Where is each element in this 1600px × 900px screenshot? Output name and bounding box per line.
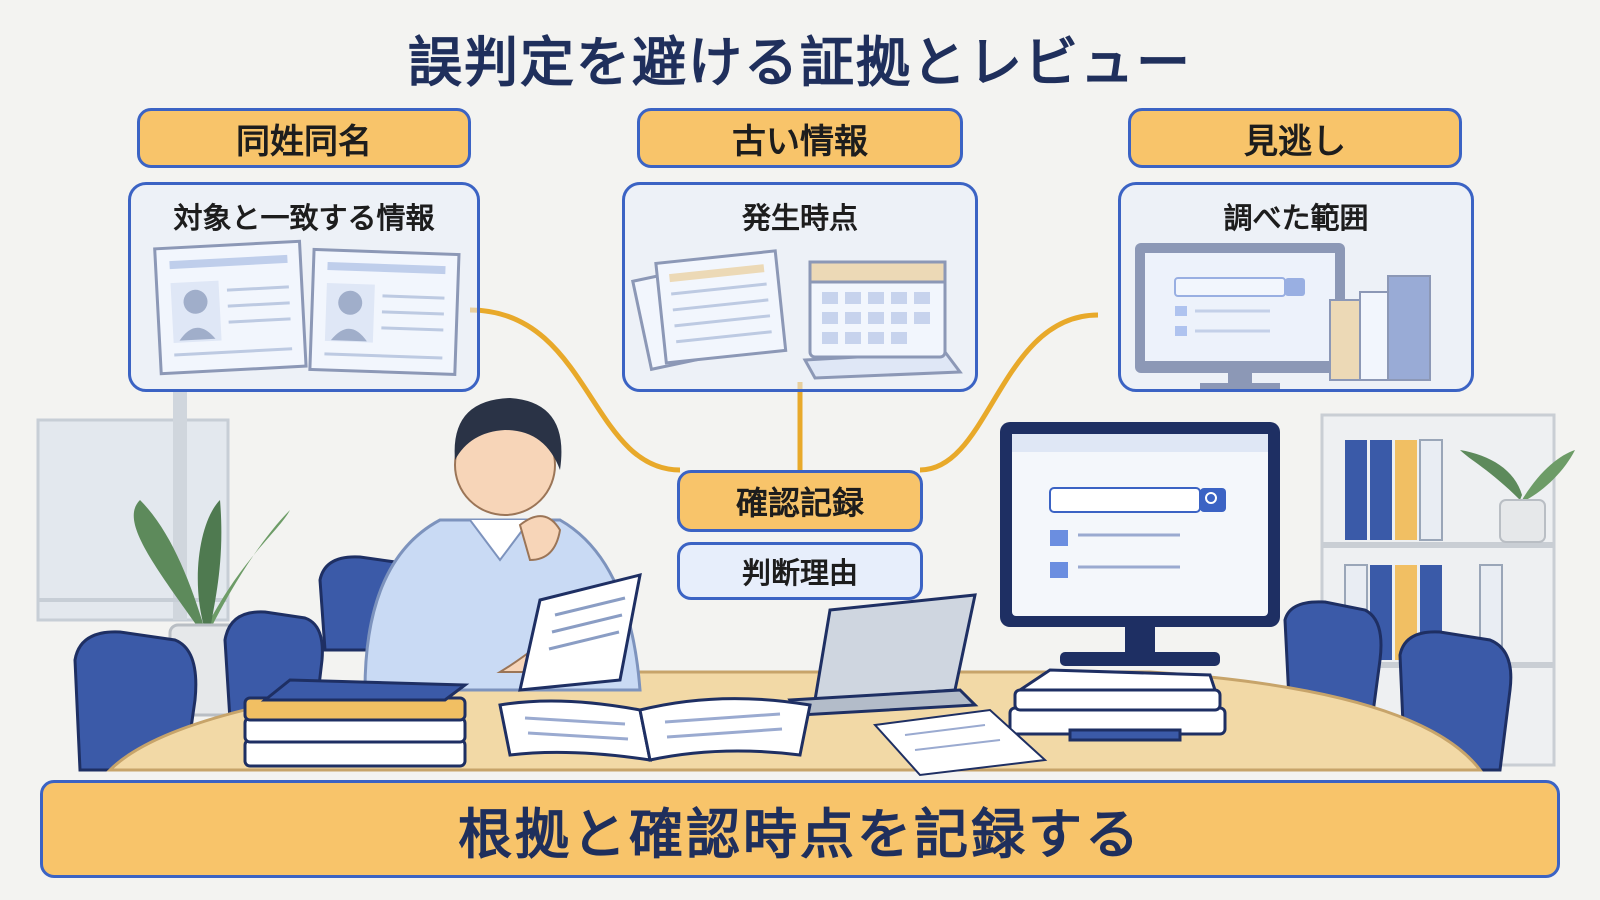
category-detail-oversight: 調べた範囲: [1223, 201, 1369, 235]
open-book: [498, 697, 812, 762]
category-detail-namesake: 対象と一致する情報: [173, 201, 435, 235]
category-card-outdated: 発生時点: [622, 182, 978, 392]
category-card-oversight: 調べた範囲: [1118, 182, 1474, 392]
page-title: 誤判定を避ける証拠とレビュー: [408, 31, 1192, 94]
category-detail-outdated: 発生時点: [741, 201, 858, 235]
laptop: [787, 593, 979, 717]
loose-papers: [872, 708, 1048, 777]
held-document: [518, 572, 642, 692]
category-label-namesake: 同姓同名: [137, 108, 471, 168]
category-label-outdated: 古い情報: [637, 108, 963, 168]
monitor: [1000, 422, 1280, 666]
connector-lines: [469, 307, 1099, 473]
bottom-banner: 根拠と確認時点を記録する: [40, 780, 1560, 878]
plant-right: [1460, 450, 1575, 543]
center-label: 確認記録: [677, 470, 923, 532]
book-stack-right: [1008, 668, 1227, 742]
book-stack-left: [243, 678, 470, 768]
category-label-oversight: 見逃し: [1128, 108, 1462, 168]
center-sub-label: 判断理由: [677, 542, 923, 600]
category-card-namesake: 対象と一致する情報: [128, 182, 480, 392]
